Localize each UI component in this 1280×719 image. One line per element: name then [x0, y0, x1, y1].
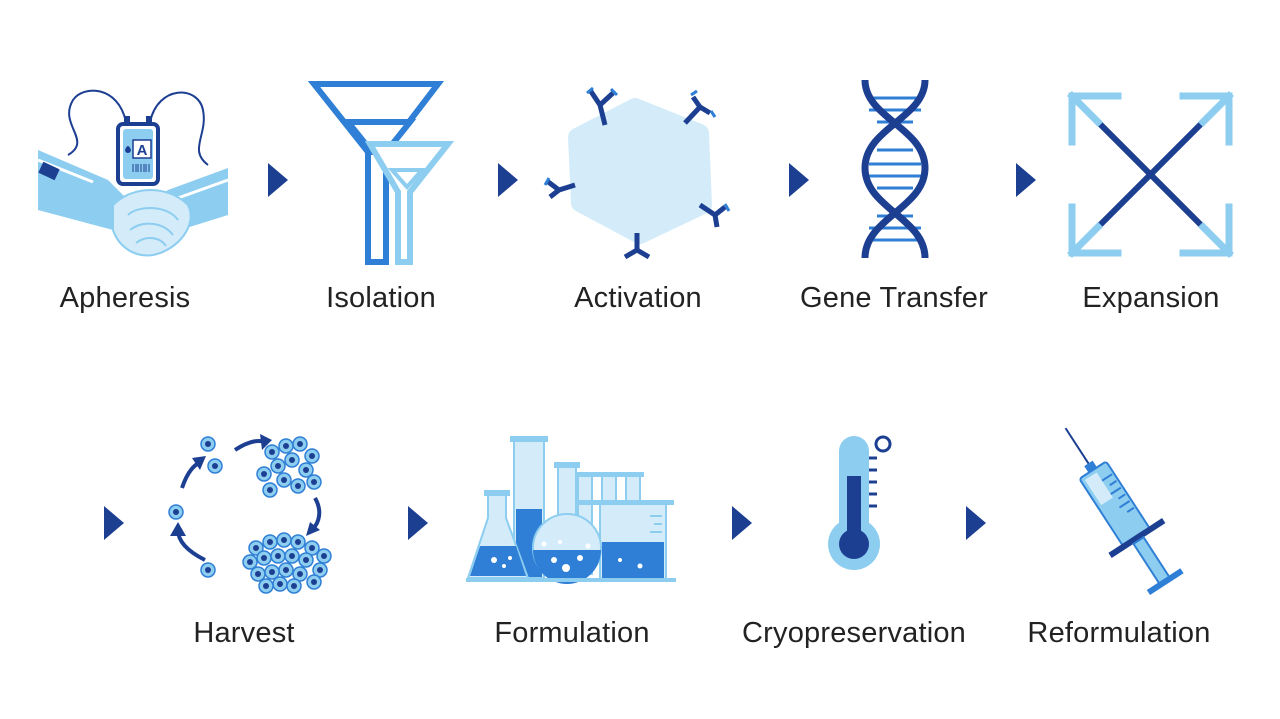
cell-cycle-icon	[168, 434, 332, 594]
isolation-step	[307, 81, 455, 267]
step-label-apheresis: Apheresis	[59, 282, 191, 314]
blood-bag-handshake-icon: A	[37, 89, 229, 257]
antibody-cell-icon	[543, 86, 731, 260]
lab-glassware-icon	[466, 436, 676, 584]
step-label-reformulation: Reformulation	[1027, 617, 1211, 649]
arrow-4	[1016, 163, 1036, 197]
apheresis-step: A	[37, 80, 229, 265]
arrow-7	[732, 506, 752, 540]
arrow-1	[268, 163, 288, 197]
step-label-cryopreservation: Cryopreservation	[741, 617, 967, 649]
step-label-expansion: Expansion	[1082, 282, 1220, 314]
step-label-activation: Activation	[574, 282, 702, 314]
syringe-icon	[1064, 427, 1184, 596]
step-label-harvest: Harvest	[193, 617, 295, 649]
thermometer-icon	[828, 435, 892, 570]
expand-arrows-icon	[1067, 91, 1234, 258]
formulation-step	[466, 434, 680, 584]
cryopreservation-step	[825, 432, 900, 574]
arrow-8	[966, 506, 986, 540]
arrow-6	[408, 506, 428, 540]
gene-transfer-step	[855, 78, 935, 260]
step-label-gene-transfer: Gene Transfer	[800, 282, 988, 314]
reformulation-step	[1040, 420, 1200, 605]
dna-icon	[861, 79, 929, 259]
funnel-icon	[307, 81, 455, 265]
expansion-step	[1067, 91, 1234, 258]
bag-label: A	[137, 142, 148, 159]
arrow-2	[498, 163, 518, 197]
activation-step	[543, 85, 731, 265]
arrow-3	[789, 163, 809, 197]
arrow-5	[104, 506, 124, 540]
step-label-isolation: Isolation	[326, 282, 436, 314]
harvest-step	[160, 430, 340, 595]
step-label-formulation: Formulation	[494, 617, 650, 649]
